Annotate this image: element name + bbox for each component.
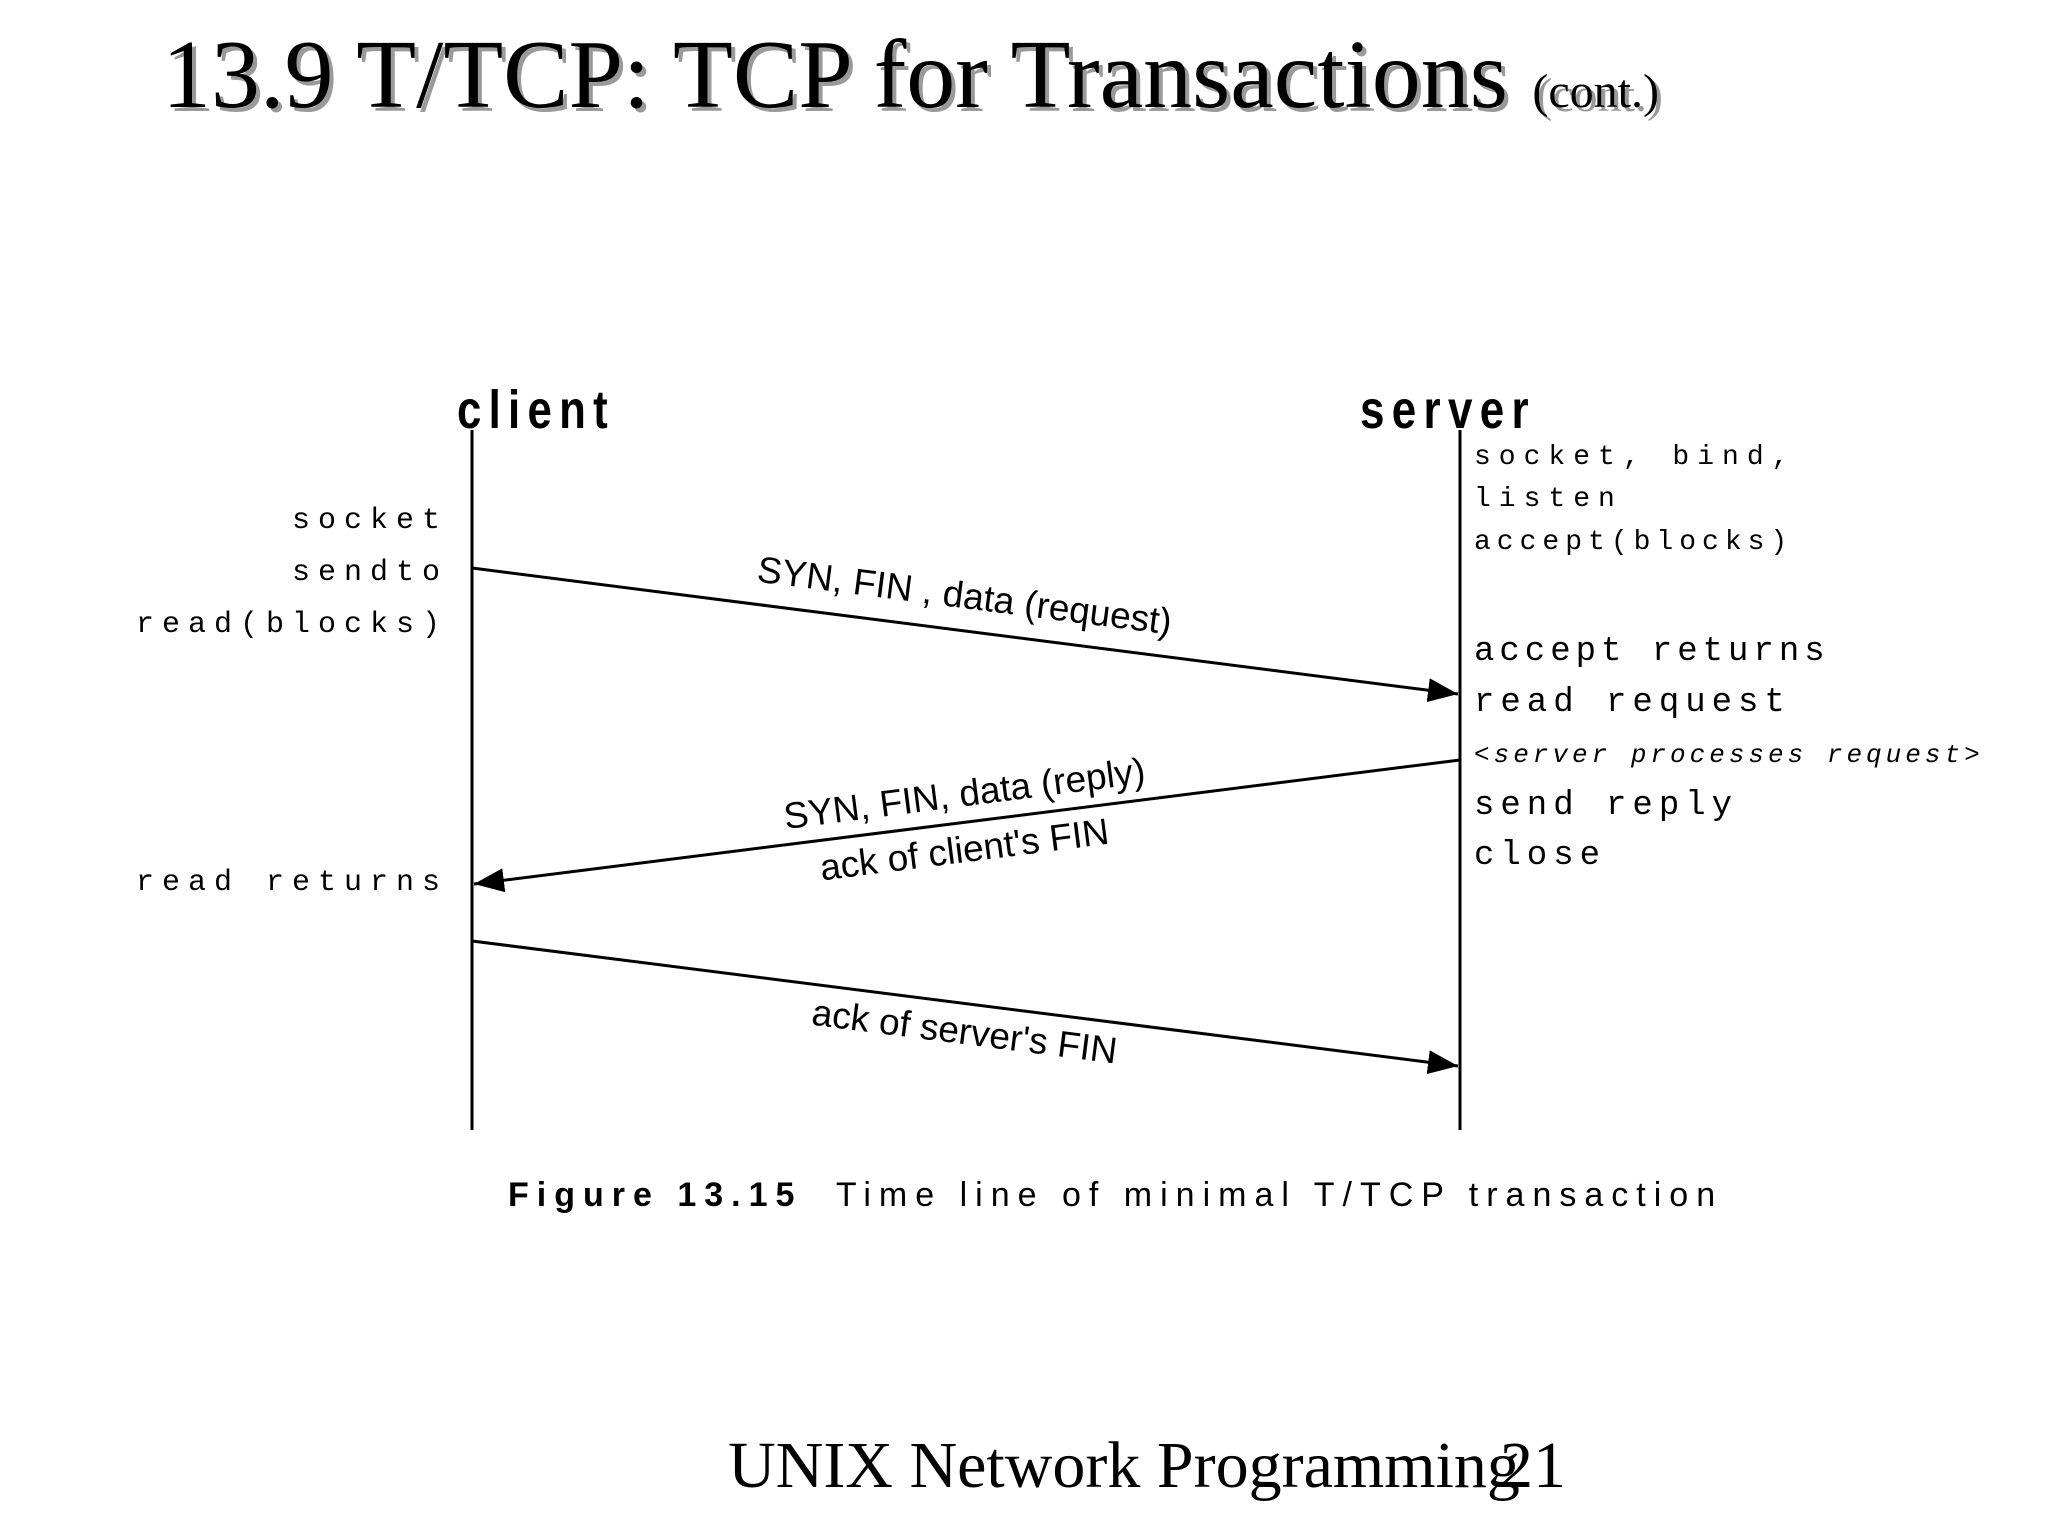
server-note-socket-bind: socket, bind, [1474, 442, 1796, 473]
client-note-socket: socket [292, 504, 448, 538]
title-suffix: (cont.) [1532, 65, 1659, 118]
request-arrow [471, 566, 1459, 703]
footer-text: UNIX Network Programming [728, 1429, 1520, 1502]
title-main: 13.9 T/TCP: TCP for Transactions [162, 21, 1508, 129]
server-note-close: close [1474, 837, 1606, 875]
server-note-listen: listen [1474, 484, 1623, 515]
server-note-send-reply: send reply [1474, 787, 1738, 825]
figure-caption: Figure 13.15 Time line of minimal T/TCP … [508, 1176, 1723, 1214]
server-note-accept-blocks: accept(blocks) [1474, 527, 1793, 558]
server-label: server [1360, 380, 1536, 440]
client-label: client [457, 380, 615, 440]
slide-title: 13.9 T/TCP: TCP for Transactions (cont.) [162, 21, 1659, 130]
client-note-sendto: sendto [292, 556, 448, 590]
client-note-read-blocks: read(blocks) [136, 608, 448, 642]
client-note-read-returns: read returns [136, 866, 448, 900]
page-number: 21 [1500, 1429, 1566, 1502]
server-note-read-request: read request [1474, 684, 1791, 722]
figure-caption-text: Time line of minimal T/TCP transaction [836, 1176, 1723, 1214]
final-ack-arrow [471, 939, 1459, 1075]
server-note-processes: <server processes request> [1474, 740, 1984, 770]
figure-caption-label: Figure 13.15 [508, 1176, 802, 1214]
reply-arrow [473, 758, 1461, 893]
server-note-accept-returns: accept returns [1474, 633, 1830, 671]
request-label: SYN, FIN , data (request) [755, 549, 1174, 643]
